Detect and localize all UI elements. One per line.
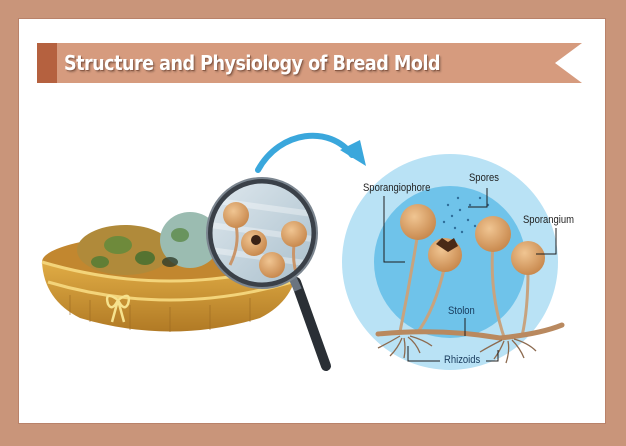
label-rhizoids: Rhizoids: [444, 354, 481, 366]
label-sporangium: Sporangium: [523, 214, 575, 226]
title-banner: [37, 43, 582, 83]
label-sporangiophore: Sporangiophore: [363, 182, 431, 194]
label-spores: Spores: [469, 172, 499, 184]
mold-diagram: [342, 154, 565, 370]
label-stolon: Stolon: [448, 305, 475, 317]
magnifying-glass-icon: [206, 177, 331, 371]
page-title: Structure and Physiology of Bread Mold: [64, 51, 441, 75]
spores: [442, 196, 490, 234]
arrow-icon: [255, 132, 366, 173]
